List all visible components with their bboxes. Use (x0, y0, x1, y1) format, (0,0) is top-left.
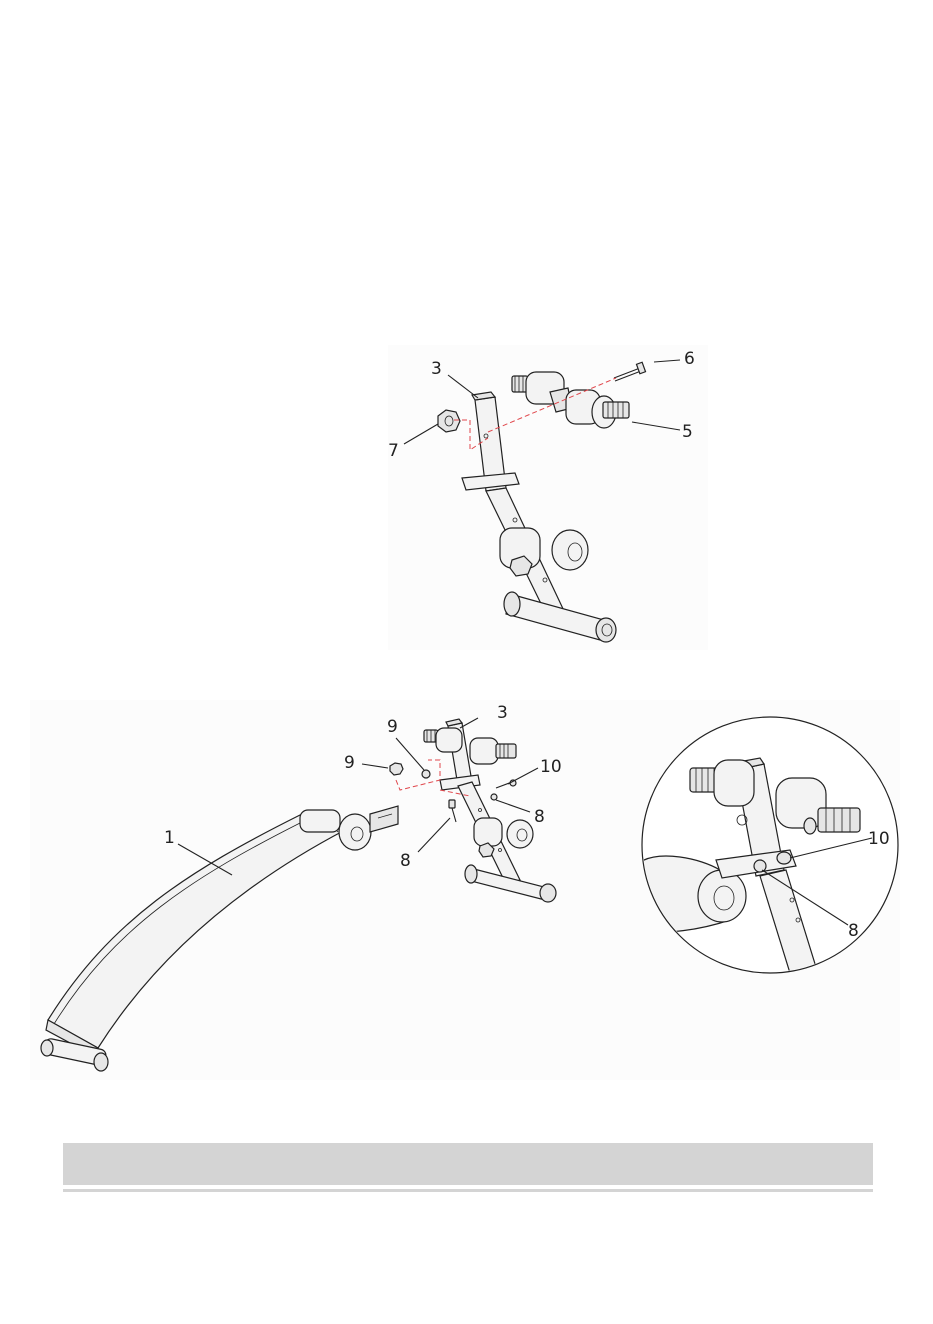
callout-3: 3 (431, 359, 442, 379)
callout-1: 1 (164, 828, 175, 848)
callout-6: 6 (684, 349, 695, 369)
mid-foam-roller-right (552, 530, 588, 570)
callout-3: 3 (497, 703, 508, 723)
callout-8: 8 (848, 921, 859, 941)
footer-bar (63, 1143, 873, 1185)
top-assembly-figure: 3 6 7 5 (388, 345, 708, 650)
callout-7: 7 (388, 441, 399, 461)
callout-10: 10 (868, 829, 890, 849)
callout-9: 9 (344, 753, 355, 773)
callout-5: 5 (682, 422, 693, 442)
callout-10: 10 (540, 757, 562, 777)
callout-9: 9 (387, 717, 398, 737)
knob-part-7 (438, 410, 460, 432)
callout-8: 8 (400, 851, 411, 871)
callout-8: 8 (534, 807, 545, 827)
footer-rule (63, 1189, 873, 1192)
